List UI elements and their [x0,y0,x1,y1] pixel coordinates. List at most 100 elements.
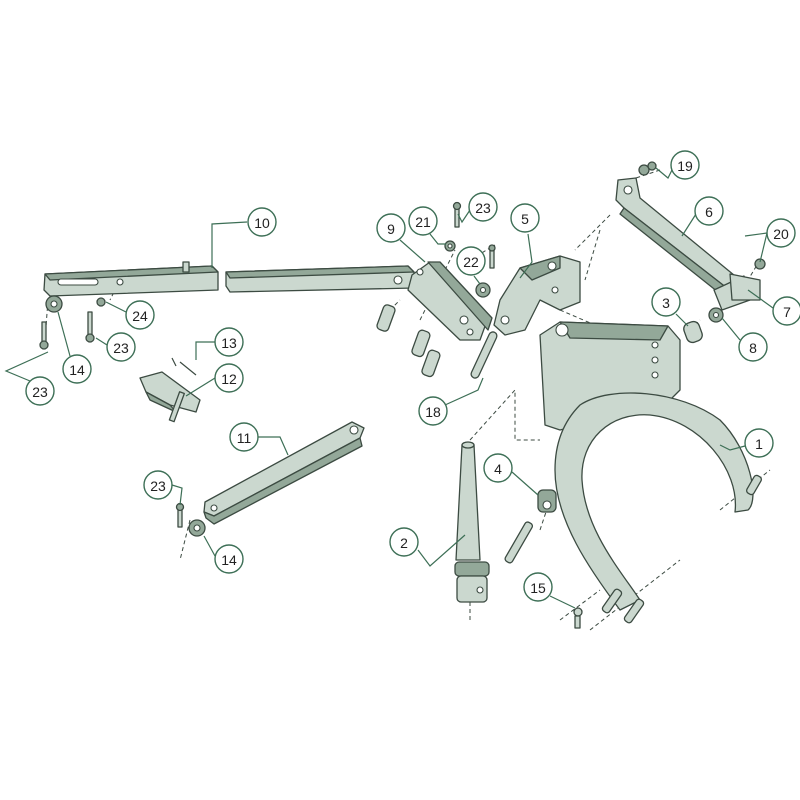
callout-number: 4 [494,461,502,477]
leader-line-14 [57,311,71,357]
part-1-frame [539,321,763,624]
callout-circle [229,422,259,452]
callout-number: 22 [463,254,479,270]
leader-line-18 [444,377,484,406]
callout-24[interactable]: 24 [125,300,155,330]
leader-line-6 [681,213,697,237]
callout-circle [62,354,92,384]
callout-circle [418,396,448,426]
callout-circle [670,150,700,180]
callout-12[interactable]: 12 [214,363,244,393]
callout-number: 14 [221,552,237,568]
callout-number: 23 [150,478,166,494]
leader-line-12 [185,377,216,397]
part-10-bar [43,261,415,297]
leader-line-5 [519,233,533,279]
leader-line-2 [417,534,466,567]
callout-10[interactable]: 10 [247,207,277,237]
callout-circle [408,206,438,236]
callout-18[interactable]: 18 [418,396,448,426]
callout-14[interactable]: 14 [214,544,244,574]
callout-22[interactable]: 22 [456,246,486,276]
callout-number: 2 [400,535,408,551]
part-5-clevis [493,255,581,336]
callout-23[interactable]: 23 [468,192,498,222]
callout-19[interactable]: 19 [670,150,700,180]
callout-circle [106,332,136,362]
leader-line-14 [203,535,216,557]
callout-number: 15 [530,580,546,596]
leader-line-22 [473,275,481,285]
callout-14[interactable]: 14 [62,354,92,384]
callout-23[interactable]: 23 [25,376,55,406]
callout-number: 20 [773,226,789,242]
callout-circle [125,300,155,330]
leader-line-9 [399,239,426,263]
callout-9[interactable]: 9 [376,213,406,243]
part-2-spindle [454,441,490,603]
leader-line-3 [675,313,689,327]
callout-7[interactable]: 7 [772,296,800,326]
callout-number: 23 [113,340,129,356]
callout-circle [389,527,419,557]
leader-line-8 [721,317,741,341]
leader-line-4 [511,471,539,496]
callout-leaders [4,167,774,609]
callout-number: 10 [254,215,270,231]
callout-circle [483,453,513,483]
leader-line-15 [549,595,576,609]
leader-line-11 [258,436,289,456]
leader-line-20 [744,232,768,263]
callout-number: 14 [69,362,85,378]
leader-line-23 [95,337,108,346]
callout-11[interactable]: 11 [229,422,259,452]
callout-circle [772,296,800,326]
callout-circle [247,207,277,237]
callout-15[interactable]: 15 [523,572,553,602]
part-12-clevis [139,357,201,423]
callout-circle [694,196,724,226]
callout-23[interactable]: 23 [143,470,173,500]
callout-number: 8 [749,340,757,356]
leader-line-21 [429,233,446,245]
callout-23[interactable]: 23 [106,332,136,362]
callout-circle [738,332,768,362]
callout-number: 24 [132,308,148,324]
callout-2[interactable]: 2 [389,527,419,557]
callout-21[interactable]: 21 [408,206,438,236]
callout-circle [214,327,244,357]
callout-circle [214,544,244,574]
callout-1[interactable]: 1 [744,428,774,458]
callout-circle [143,470,173,500]
callout-number: 11 [237,430,252,446]
callout-number: 21 [415,214,431,230]
callout-circle [214,363,244,393]
callout-number: 23 [475,200,491,216]
callout-circle [510,203,540,233]
part-6-arm [615,161,766,344]
callout-circle [766,218,796,248]
callout-3[interactable]: 3 [651,287,681,317]
callout-5[interactable]: 5 [510,203,540,233]
callout-number: 13 [221,335,237,351]
part-11-link [203,421,365,525]
bushings [504,489,557,564]
callout-number: 12 [221,371,237,387]
callout-6[interactable]: 6 [694,196,724,226]
part-9-bracket [376,261,498,379]
callout-20[interactable]: 20 [766,218,796,248]
callout-8[interactable]: 8 [738,332,768,362]
leader-line-23 [4,351,49,382]
callout-number: 1 [755,436,763,452]
callout-circle [651,287,681,317]
callout-4[interactable]: 4 [483,453,513,483]
callout-number: 23 [32,384,48,400]
callout-number: 7 [783,304,791,320]
callout-circle [744,428,774,458]
callout-13[interactable]: 13 [214,327,244,357]
leader-line-24 [105,301,127,313]
leader-line-13 [195,341,215,360]
leader-line-7 [747,289,774,309]
